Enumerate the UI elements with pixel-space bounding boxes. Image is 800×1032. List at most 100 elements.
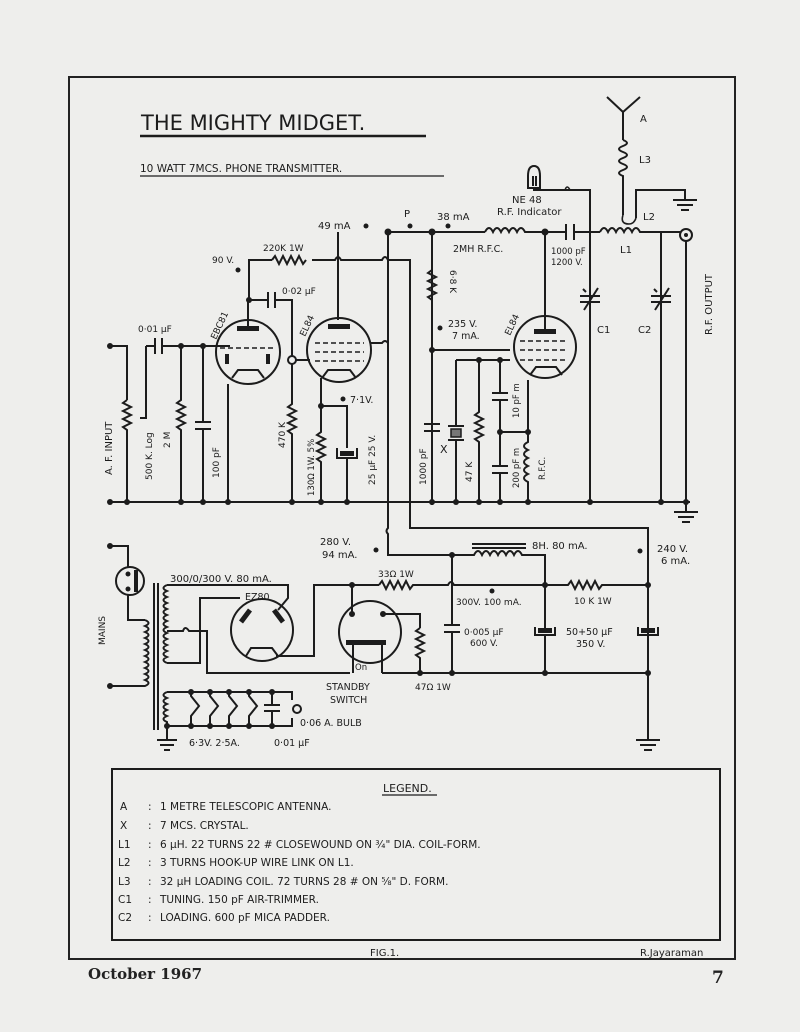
label-rf-output: R.F. OUTPUT bbox=[704, 273, 715, 335]
mains-plug-icon bbox=[115, 566, 145, 596]
legend-text: 6 µH. 22 TURNS 22 # CLOSEWOUND ON ¾" DIA… bbox=[160, 839, 481, 851]
subtitle: 10 WATT 7MCS. PHONE TRANSMITTER. bbox=[140, 163, 342, 175]
neon-bulb-icon bbox=[527, 164, 591, 232]
label-1200v: 1200 V. bbox=[551, 258, 583, 268]
standby-switch-icon bbox=[338, 585, 421, 673]
resistor-33-icon bbox=[378, 578, 545, 592]
label-1000pf-coupling: 1000 pF bbox=[551, 247, 586, 257]
label-transformer: 300/0/300 V. 80 mA. bbox=[170, 574, 272, 585]
capacitor-10pf-icon bbox=[492, 360, 508, 432]
svg-text::: : bbox=[148, 801, 152, 813]
label-2mh-rfc: 2MH R.F.C. bbox=[453, 244, 503, 255]
rfc-2mh-icon bbox=[484, 227, 546, 235]
tube-el84-audio-icon bbox=[306, 317, 389, 406]
label-c2: C2 bbox=[638, 325, 651, 336]
coil-l3-icon bbox=[618, 139, 628, 215]
label-l1: L1 bbox=[620, 245, 632, 256]
legend-key: L2 bbox=[118, 857, 131, 869]
label-el84-rf: EL84 bbox=[504, 313, 523, 338]
label-switch: SWITCH bbox=[330, 695, 367, 706]
resistor-2m-icon bbox=[174, 346, 188, 502]
label-5050uf: 50+50 µF bbox=[566, 627, 613, 638]
svg-text::: : bbox=[148, 857, 152, 869]
transformer-heater-icon bbox=[162, 691, 170, 726]
label-7ma: 7 mA. bbox=[452, 331, 480, 342]
legend-key: C1 bbox=[118, 894, 132, 906]
figure-frame bbox=[68, 76, 736, 960]
label-235v: 235 V. bbox=[448, 319, 477, 330]
label-standby: STANDBY bbox=[326, 682, 370, 693]
legend-text: 7 MCS. CRYSTAL. bbox=[160, 820, 249, 832]
trimmer-c2-icon bbox=[651, 287, 671, 311]
legend-list: A : 1 METRE TELESCOPIC ANTENNA. X : 7 MC… bbox=[118, 801, 481, 924]
tube-el84-rf-icon bbox=[513, 232, 577, 379]
legend-title: LEGEND. bbox=[383, 782, 432, 795]
resistor-47ohm-icon bbox=[413, 627, 427, 673]
footer-date: October 1967 bbox=[88, 965, 203, 983]
label-200pf: 200 pF m bbox=[512, 448, 522, 488]
label-x: X bbox=[440, 443, 448, 456]
label-350v: 350 V. bbox=[576, 639, 605, 650]
label-8h-choke: 8H. 80 mA. bbox=[532, 541, 588, 552]
label-38ma: 38 mA bbox=[437, 212, 470, 223]
tube-ez80-icon bbox=[230, 598, 294, 662]
label-l2: L2 bbox=[643, 212, 655, 223]
resistor-130-icon bbox=[314, 406, 328, 502]
page-number: 7 bbox=[712, 968, 724, 988]
electrolytic-50uf-a-icon bbox=[534, 585, 556, 673]
label-p: P bbox=[404, 209, 410, 220]
label-002uf: 0·02 µF bbox=[282, 287, 316, 297]
resistor-10k-icon bbox=[545, 578, 648, 592]
label-mains: MAINS bbox=[98, 616, 108, 645]
label-68k: 6·8 K bbox=[447, 270, 457, 294]
legend-text: LOADING. 600 pF MICA PADDER. bbox=[160, 912, 330, 924]
label-71v: 7·1V. bbox=[350, 395, 373, 406]
label-1000pf: 1000 pF bbox=[419, 448, 429, 485]
figure-caption: FIG.1. bbox=[370, 948, 399, 959]
label-90v: 90 V. bbox=[212, 256, 234, 266]
label-rf-indicator: R.F. Indicator bbox=[497, 207, 562, 218]
label-25uf: 25 µF 25 V. bbox=[368, 435, 378, 485]
svg-text::: : bbox=[148, 820, 152, 832]
label-470k: 470 K bbox=[278, 421, 288, 448]
legend-key: X bbox=[120, 820, 127, 832]
capacitor-200pf-icon bbox=[492, 432, 508, 502]
capacitor-1000pf-icon bbox=[424, 350, 440, 502]
label-220k: 220K 1W bbox=[263, 244, 304, 254]
label-c1: C1 bbox=[597, 325, 610, 336]
electrolytic-25uf-icon bbox=[336, 448, 358, 502]
label-10pf: 10 pF m bbox=[512, 383, 522, 418]
label-ez80: EZ80 bbox=[245, 592, 270, 603]
transformer-primary-icon bbox=[110, 619, 150, 687]
label-300v: 300V. 100 mA. bbox=[456, 598, 522, 608]
rfc-cathode-icon bbox=[523, 380, 531, 502]
svg-text::: : bbox=[148, 876, 152, 888]
legend-text: 1 METRE TELESCOPIC ANTENNA. bbox=[160, 801, 331, 813]
label-130ohm: 130Ω 1W. 5% bbox=[307, 439, 317, 496]
label-500k: 500 K. Log bbox=[145, 432, 155, 480]
capacitor-100pf-icon bbox=[195, 346, 211, 502]
transformer-secondary-icon bbox=[162, 584, 170, 664]
trimmer-c1-icon bbox=[580, 287, 600, 311]
label-100pf: 100 pF bbox=[212, 447, 222, 478]
potentiometer-500k-icon bbox=[120, 346, 147, 502]
resistor-47k-icon bbox=[472, 360, 486, 502]
label-49ma: 49 mA bbox=[318, 221, 351, 232]
label-2m: 2 M bbox=[163, 432, 173, 448]
label-on: On bbox=[355, 663, 367, 673]
electrolytic-50uf-b-icon bbox=[637, 627, 659, 636]
label-600v: 600 V. bbox=[470, 639, 498, 649]
label-el84-audio: EL84 bbox=[299, 314, 318, 339]
legend-text: 32 µH LOADING COIL. 72 TURNS 28 # ON ⅝" … bbox=[160, 876, 448, 888]
legend-key: A bbox=[120, 801, 128, 813]
label-280v: 280 V. bbox=[320, 537, 351, 548]
label-001uf-input: 0·01 µF bbox=[138, 325, 172, 335]
resistor-470k-icon bbox=[285, 364, 299, 502]
antenna-icon bbox=[606, 96, 641, 140]
tube-ebc81-icon bbox=[215, 300, 281, 502]
svg-text::: : bbox=[148, 894, 152, 906]
svg-text::: : bbox=[148, 912, 152, 924]
legend-text: 3 TURNS HOOK-UP WIRE LINK ON L1. bbox=[160, 857, 354, 869]
author-credit: R.Jayaraman bbox=[640, 948, 703, 959]
